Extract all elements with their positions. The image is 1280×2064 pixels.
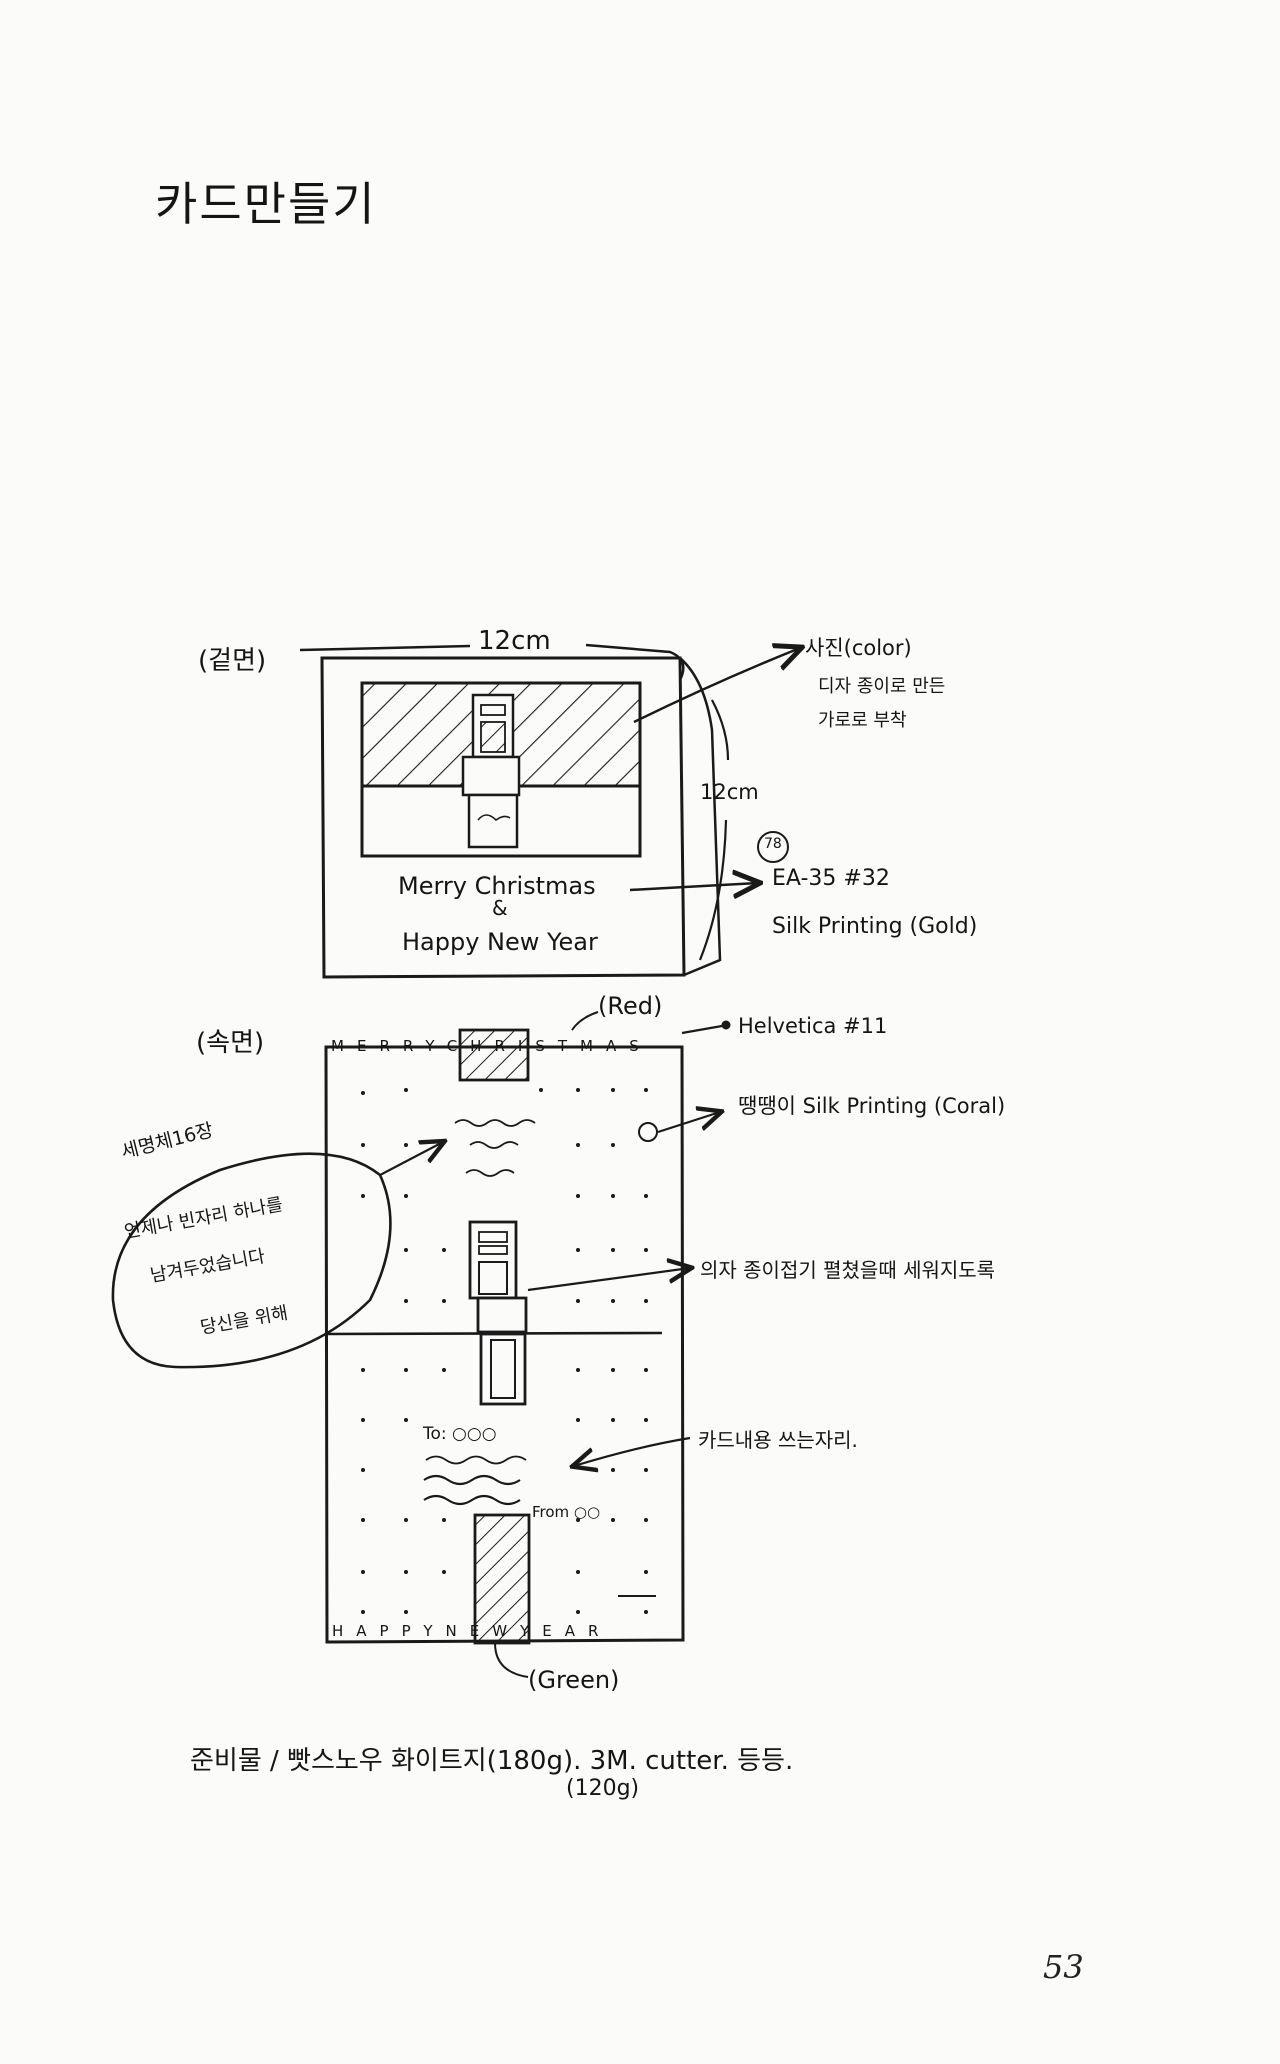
photo-note: 사진(color): [805, 636, 912, 660]
page-number: 53: [1043, 1948, 1084, 1986]
front-height-label: 12cm: [700, 780, 759, 804]
inside-card: [111, 1011, 731, 1678]
paint-code: EA-35 #32: [772, 866, 890, 891]
merry-christmas-letter: S: [629, 1037, 652, 1055]
happy-new-year-letter: E: [469, 1622, 493, 1640]
red-label: (Red): [598, 992, 663, 1020]
inside-label: (속면): [196, 1028, 265, 1058]
merry-christmas-letter: S: [535, 1037, 558, 1055]
page-title: 카드만들기: [155, 177, 377, 231]
happy-new-year-letter: W: [492, 1622, 521, 1640]
merry-christmas-letter: A: [605, 1037, 630, 1055]
from-text: From ○○: [532, 1503, 601, 1521]
happy-new-year-letter: Y: [520, 1622, 543, 1640]
merry-christmas-letter: R: [494, 1037, 518, 1055]
happy-new-year-letter: R: [587, 1622, 612, 1640]
merry-christmas-letter: E: [356, 1037, 380, 1055]
photo-note-sub1: 디자 종이로 만든: [818, 676, 946, 697]
merry-christmas-letter: I: [517, 1037, 536, 1055]
greeting-line2: Happy New Year: [402, 928, 598, 956]
merry-christmas-letter: T: [557, 1037, 581, 1055]
merry-christmas-letter: M: [331, 1037, 357, 1055]
to-text: To: ○○○: [423, 1424, 497, 1444]
green-label: (Green): [528, 1666, 620, 1694]
photo-note-sub2: 가로로 부착: [818, 710, 907, 731]
materials-sub: (120g): [566, 1776, 640, 1801]
font-note: Helvetica #11: [738, 1014, 888, 1038]
happy-new-year-letter: N: [445, 1622, 470, 1640]
dots-note: 땡땡이 Silk Printing (Coral): [738, 1094, 1006, 1118]
happy-new-year-letter: A: [356, 1622, 380, 1640]
chair-note: 의자 종이접기 펼쳤을때 세워지도록: [700, 1258, 996, 1282]
merry-christmas-letter: H: [470, 1037, 495, 1055]
happy-new-year-letter: H: [332, 1622, 357, 1640]
happy-new-year-letter: Y: [423, 1622, 446, 1640]
merry-christmas-letter: Y: [425, 1037, 447, 1055]
circled-number: 78: [764, 836, 782, 852]
merry-christmas-letters: MERRYCHRISTMAS: [331, 1037, 652, 1055]
front-card: [299, 645, 800, 979]
happy-new-year-letter: P: [401, 1622, 424, 1640]
message-note: 카드내용 쓰는자리.: [698, 1428, 858, 1452]
front-width-label: 12cm: [478, 626, 551, 656]
greeting-amp: &: [492, 896, 508, 920]
happy-new-year-letter: A: [564, 1622, 588, 1640]
merry-christmas-letter: C: [446, 1037, 471, 1055]
happy-new-year-letters: HAPPYNEWYEAR: [332, 1622, 611, 1640]
gold-print-note: Silk Printing (Gold): [772, 914, 978, 939]
merry-christmas-letter: R: [379, 1037, 403, 1055]
happy-new-year-letter: E: [542, 1622, 565, 1640]
materials-line: 준비물 / 빳스노우 화이트지(180g). 3M. cutter. 등등.: [190, 1746, 794, 1776]
merry-christmas-letter: M: [580, 1037, 606, 1055]
happy-new-year-letter: P: [379, 1622, 402, 1640]
merry-christmas-letter: R: [402, 1037, 426, 1055]
polka-dots: [361, 1088, 648, 1614]
greeting-line1: Merry Christmas: [398, 872, 596, 900]
front-label: (겉면): [198, 646, 267, 676]
